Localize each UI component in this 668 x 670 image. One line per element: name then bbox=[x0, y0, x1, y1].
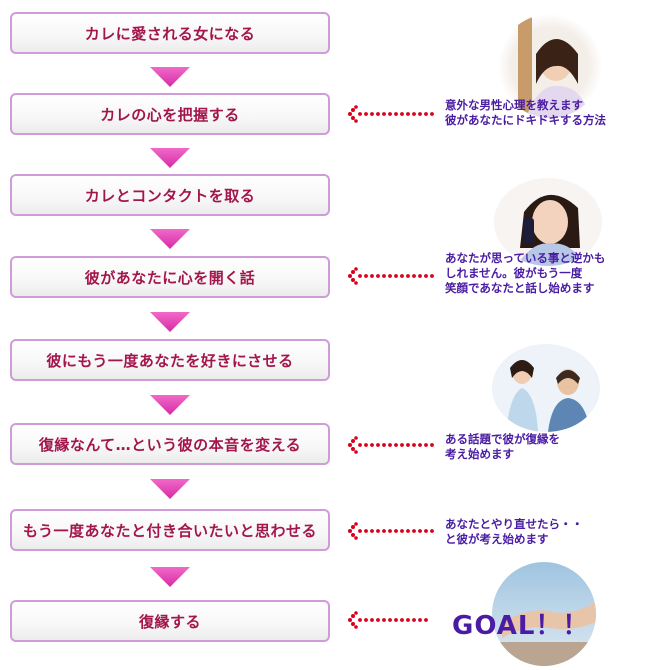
step-7: もう一度あなたと付き合いたいと思わせる bbox=[10, 509, 330, 551]
note-1-line-1: 意外な男性心理を教えます bbox=[445, 98, 583, 112]
down-arrow-icon bbox=[150, 567, 190, 587]
woman-on-phone-photo bbox=[494, 178, 602, 266]
dotted-left-arrow-icon bbox=[348, 105, 434, 123]
goal-label: GOAL！！ bbox=[452, 611, 590, 641]
down-arrow-icon bbox=[150, 148, 190, 168]
note-1: 意外な男性心理を教えます 彼があなたにドキドキする方法 bbox=[445, 98, 606, 128]
step-6: 復縁なんて…という彼の本音を変える bbox=[10, 423, 330, 465]
dotted-left-arrow-icon bbox=[348, 522, 434, 540]
step-5: 彼にもう一度あなたを好きにさせる bbox=[10, 339, 330, 381]
note-2-line-1: あなたが思っている事と逆かも bbox=[445, 251, 606, 265]
note-2-line-3: 笑顔であなたと話し始めます bbox=[445, 281, 595, 295]
step-3: カレとコンタクトを取る bbox=[10, 174, 330, 216]
down-arrow-icon bbox=[150, 395, 190, 415]
step-1: カレに愛される女になる bbox=[10, 12, 330, 54]
note-3: ある話題で彼が復縁を 考え始めます bbox=[445, 432, 560, 462]
note-4-line-1: あなたとやり直せたら・・ bbox=[445, 517, 583, 531]
down-arrow-icon bbox=[150, 229, 190, 249]
step-2: カレの心を把握する bbox=[10, 93, 330, 135]
dotted-left-arrow-icon bbox=[348, 611, 428, 629]
dotted-left-arrow-icon bbox=[348, 267, 434, 285]
step-8: 復縁する bbox=[10, 600, 330, 642]
down-arrow-icon bbox=[150, 67, 190, 87]
dotted-left-arrow-icon bbox=[348, 436, 434, 454]
note-3-line-1: ある話題で彼が復縁を bbox=[445, 432, 560, 446]
couple-photo bbox=[492, 344, 600, 432]
note-2-line-2: しれません。彼がもう一度 bbox=[445, 266, 583, 280]
down-arrow-icon bbox=[150, 312, 190, 332]
note-2: あなたが思っている事と逆かも しれません。彼がもう一度 笑顔であなたと話し始めま… bbox=[445, 251, 605, 296]
woman-leaning-photo bbox=[498, 14, 602, 118]
down-arrow-icon bbox=[150, 479, 190, 499]
note-3-line-2: 考え始めます bbox=[445, 447, 514, 461]
note-4: あなたとやり直せたら・・ と彼が考え始めます bbox=[445, 517, 583, 547]
step-4: 彼があなたに心を開く話 bbox=[10, 256, 330, 298]
note-4-line-2: と彼が考え始めます bbox=[445, 532, 549, 546]
note-1-line-2: 彼があなたにドキドキする方法 bbox=[445, 113, 606, 127]
